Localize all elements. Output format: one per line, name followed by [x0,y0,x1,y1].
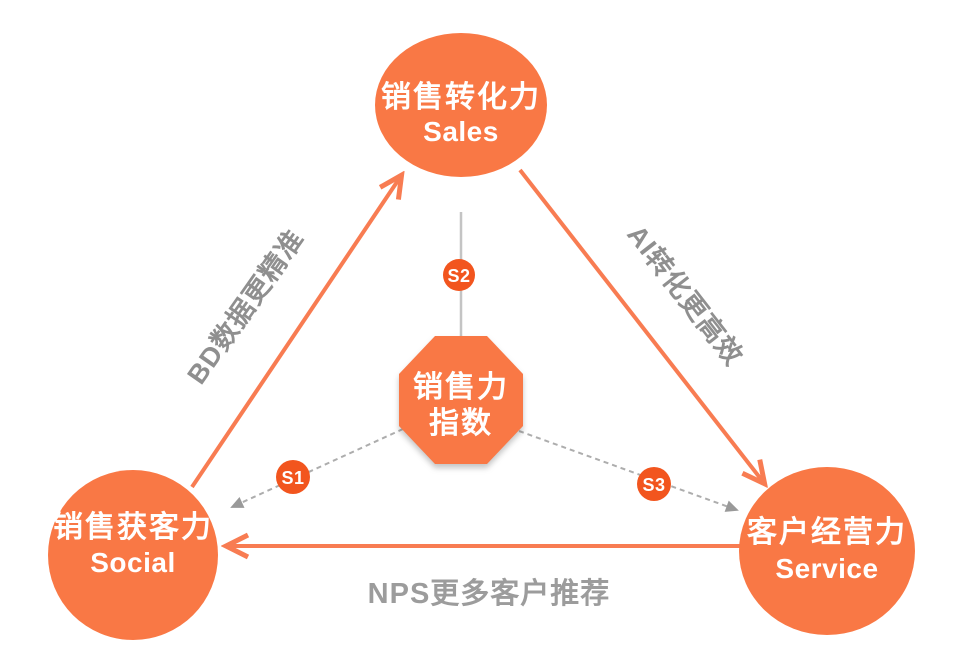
badge-s1-circle [276,460,310,494]
node-service-label-cn: 客户经营力 [747,515,907,549]
node-service-label-en: Service [775,553,878,584]
badge-s2-label: S2 [447,266,470,286]
center-label-line2: 指数 [429,407,493,440]
node-sales-label-en: Sales [423,116,499,147]
badge-s3-circle [637,467,671,501]
node-social-label-cn: 销售获客力 [53,510,213,544]
edge-label-sales-to-service: AI转化更高效 [621,219,749,371]
node-sales-label-cn: 销售转化力 [381,81,541,114]
center-label-line1: 销售力 [413,371,509,404]
arrow-sales-to-service [518,168,764,483]
dashed-connector-center-to-social [230,428,404,508]
node-sales-circle [375,33,547,177]
node-social-label-en: Social [90,547,175,578]
node-social-circle [48,470,218,640]
edge-label-social-to-sales: BD数据更精准 [181,224,309,389]
dashed-connector-center-to-service [518,430,739,512]
badge-s3-label: S3 [642,475,665,495]
badge-s2-circle [443,259,475,291]
edge-label-service-to-social: NPS更多客户推荐 [368,576,611,610]
arrow-social-to-sales [190,176,401,489]
node-service-circle [739,467,915,635]
badge-s1-label: S1 [281,468,304,488]
center-octagon [399,336,523,464]
